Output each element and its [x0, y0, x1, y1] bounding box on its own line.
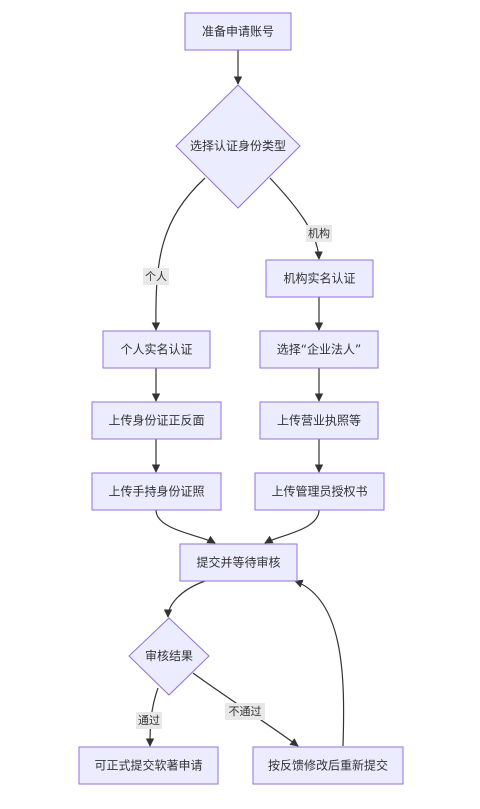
edge-handheld-to-submit	[155, 509, 216, 544]
edge-choose-to-org	[269, 177, 323, 260]
node-upload-handheld-id: 上传手持身份证照	[91, 472, 222, 511]
node-personal-real-name-label: 个人实名认证	[120, 342, 192, 357]
node-choose-legal-person: 选择“企业法人”	[259, 330, 379, 369]
edge-resubmit-to-submit	[294, 579, 345, 747]
node-upload-license-label: 上传营业执照等	[277, 413, 361, 428]
node-prepare-label: 准备申请账号	[202, 25, 274, 39]
edge-label-organization: 机构	[306, 225, 332, 242]
node-org-real-name-label: 机构实名认证	[283, 271, 355, 286]
edge-label-fail-text: 不通过	[229, 705, 262, 718]
node-prepare: 准备申请账号	[184, 12, 292, 51]
node-upload-admin-auth: 上传管理员授权书	[254, 472, 385, 511]
node-resubmit: 按反馈修改后重新提交	[252, 746, 404, 785]
edge-label-personal: 个人	[143, 268, 169, 285]
node-choose-legal-person-label: 选择“企业法人”	[277, 342, 361, 357]
edge-label-personal-text: 个人	[145, 270, 167, 283]
node-upload-id-both-sides-label: 上传身份证正反面	[108, 413, 204, 428]
edge-label-pass: 通过	[136, 712, 162, 729]
node-org-real-name: 机构实名认证	[265, 259, 374, 298]
node-resubmit-label: 按反馈修改后重新提交	[268, 758, 388, 773]
node-can-apply: 可正式提交软著申请	[78, 746, 219, 785]
node-personal-real-name: 个人实名认证	[102, 330, 211, 369]
edge-choose-to-personal	[151, 177, 206, 331]
edge-label-organization-text: 机构	[308, 226, 330, 240]
edge-submit-to-review	[163, 580, 206, 618]
node-upload-admin-auth-label: 上传管理员授权书	[271, 484, 367, 499]
node-choose-type-label: 选择认证身份类型	[190, 138, 286, 153]
node-choose-type: 选择认证身份类型	[175, 84, 301, 209]
edge-label-fail: 不通过	[225, 703, 265, 720]
edge-label-pass-text: 通过	[138, 714, 160, 727]
node-submit-wait: 提交并等待审核	[179, 543, 298, 582]
node-submit-wait-label: 提交并等待审核	[196, 555, 280, 570]
node-review-result-label: 审核结果	[145, 648, 193, 663]
edge-admin-to-submit	[264, 509, 320, 544]
node-upload-id-both-sides: 上传身份证正反面	[91, 401, 222, 440]
node-upload-license: 上传营业执照等	[259, 401, 379, 440]
node-can-apply-label: 可正式提交软著申请	[94, 758, 202, 773]
node-upload-handheld-id-label: 上传手持身份证照	[108, 484, 204, 499]
node-review-result: 审核结果	[128, 617, 210, 696]
